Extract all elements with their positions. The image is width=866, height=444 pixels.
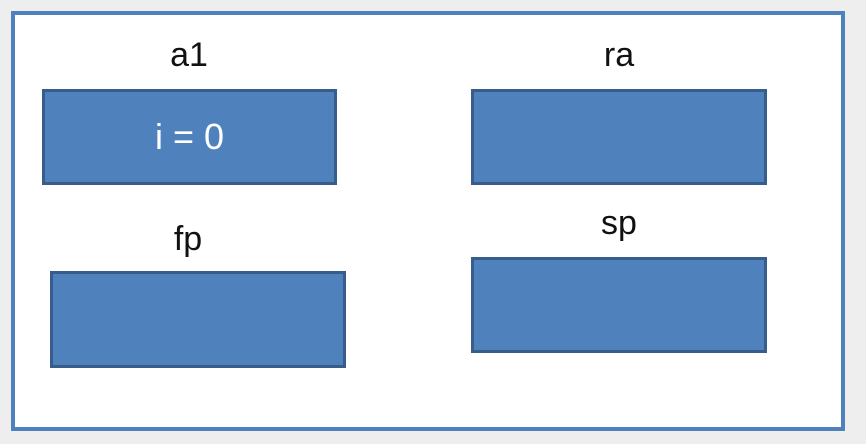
register-label-sp: sp bbox=[601, 204, 637, 242]
register-box-sp bbox=[471, 257, 767, 353]
register-box-fp bbox=[50, 271, 346, 368]
register-value-a1: i = 0 bbox=[154, 116, 225, 157]
register-box-ra bbox=[471, 89, 767, 185]
register-label-fp: fp bbox=[173, 220, 203, 258]
register-label-a1: a1 bbox=[170, 36, 208, 74]
register-box-a1: i = 0 bbox=[42, 89, 337, 185]
register-label-ra: ra bbox=[603, 36, 635, 74]
register-diagram-frame bbox=[11, 11, 845, 431]
